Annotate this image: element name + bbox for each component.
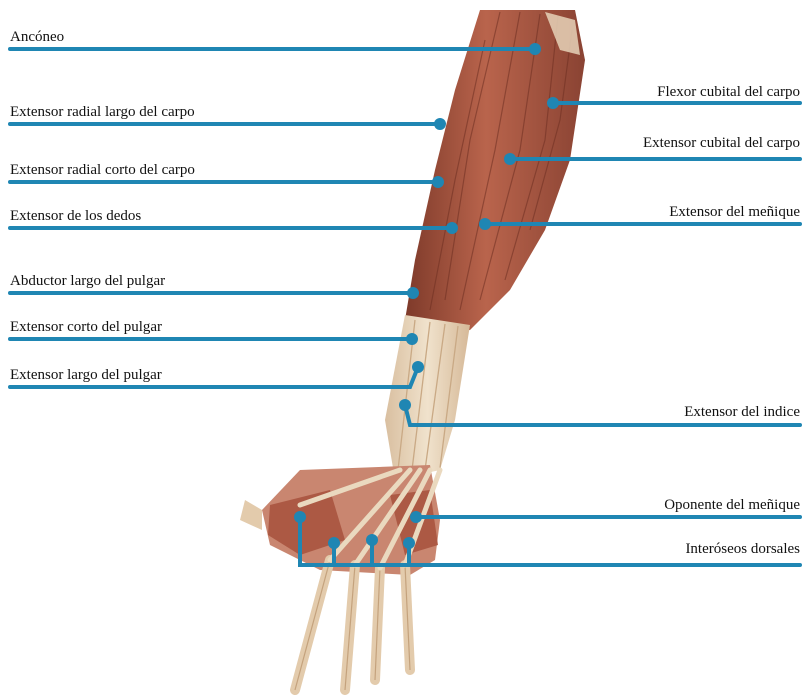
- forearm-muscles: [405, 10, 585, 335]
- dot-extensor-largo-pulgar: [412, 361, 424, 373]
- label-abductor-largo-pulgar: Abductor largo del pulgar: [10, 272, 165, 290]
- dot-extensor-corto-pulgar: [406, 333, 418, 345]
- dot-abductor-largo-pulgar: [407, 287, 419, 299]
- dot-extensor-cubital: [504, 153, 516, 165]
- dot-extensor-radial-largo: [434, 118, 446, 130]
- dot-anconeo: [529, 43, 541, 55]
- label-extensor-largo-pulgar: Extensor largo del pulgar: [10, 366, 162, 384]
- dot-extensor-menique: [479, 218, 491, 230]
- dot-interoseos-2: [328, 537, 340, 549]
- label-extensor-indice: Extensor del indice: [684, 403, 800, 421]
- dot-interoseos-1: [294, 511, 306, 523]
- dot-extensor-dedos: [446, 222, 458, 234]
- dot-extensor-indice: [399, 399, 411, 411]
- thumb: [240, 500, 262, 530]
- label-flexor-cubital: Flexor cubital del carpo: [657, 83, 800, 101]
- label-interoseos-dorsales: Interóseos dorsales: [685, 540, 800, 558]
- dot-interoseos-4: [403, 537, 415, 549]
- label-extensor-corto-pulgar: Extensor corto del pulgar: [10, 318, 162, 336]
- label-anconeo: Ancóneo: [10, 28, 64, 46]
- label-extensor-radial-corto: Extensor radial corto del carpo: [10, 161, 195, 179]
- label-extensor-dedos: Extensor de los dedos: [10, 207, 141, 225]
- label-extensor-cubital: Extensor cubital del carpo: [643, 134, 800, 152]
- dot-flexor-cubital: [547, 97, 559, 109]
- label-oponente-menique: Oponente del meñique: [664, 496, 800, 514]
- dot-interoseos-3: [366, 534, 378, 546]
- dot-extensor-radial-corto: [432, 176, 444, 188]
- dot-oponente-menique: [410, 511, 422, 523]
- label-extensor-menique: Extensor del meñique: [669, 203, 800, 221]
- label-extensor-radial-largo: Extensor radial largo del carpo: [10, 103, 195, 121]
